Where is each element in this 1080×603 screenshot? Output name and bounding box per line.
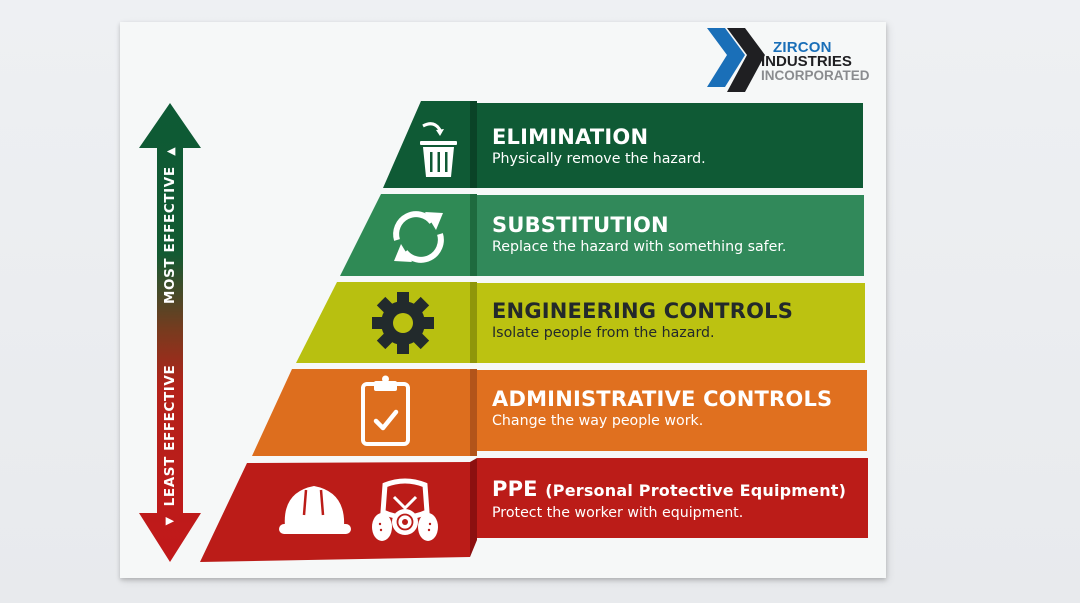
effectiveness-arrow — [139, 103, 201, 562]
clipboard-check-icon — [361, 375, 410, 446]
tier-substitution — [340, 194, 864, 276]
up-triangle-icon: ▲ — [164, 146, 177, 156]
trash-bin-icon — [420, 122, 457, 177]
tier-ppe-text: PPE (Personal Protective Equipment) Prot… — [492, 477, 846, 522]
tier-title: SUBSTITUTION — [492, 213, 669, 237]
tier-title: ELIMINATION — [492, 125, 649, 149]
hard-hat-icon — [279, 486, 351, 534]
tier-title-suffix: (Personal Protective Equipment) — [545, 481, 847, 500]
tier-subtitle: Replace the hazard with something safer. — [492, 239, 787, 255]
respirator-mask-icon — [372, 478, 438, 541]
tier-subtitle: Physically remove the hazard. — [492, 151, 706, 167]
zircon-logo-mark — [707, 28, 765, 92]
tier-substitution-text: SUBSTITUTION Replace the hazard with som… — [492, 213, 786, 256]
logo-line-3: INCORPORATED — [761, 68, 870, 83]
swap-arrows-icon — [393, 211, 444, 263]
tier-administrative-text: ADMINISTRATIVE CONTROLS Change the way p… — [492, 387, 832, 430]
tier-engineering-text: ENGINEERING CONTROLS Isolate people from… — [492, 299, 793, 342]
logo-line-2: INDUSTRIES — [761, 53, 852, 70]
tier-title: ENGINEERING CONTROLS — [492, 299, 794, 323]
tier-subtitle: Protect the worker with equipment. — [492, 505, 744, 521]
tier-title-row: PPE (Personal Protective Equipment) — [492, 477, 846, 503]
least-effective-label: ▲ LEAST EFFECTIVE — [162, 364, 178, 526]
most-effective-label: MOST EFFECTIVE ▲ — [162, 146, 178, 304]
logo-line-1: ZIRCON — [773, 39, 832, 56]
gear-icon — [372, 292, 434, 354]
tier-elimination-text: ELIMINATION Physically remove the hazard… — [492, 125, 706, 168]
tier-subtitle: Change the way people work. — [492, 413, 704, 429]
tier-title: ADMINISTRATIVE CONTROLS — [492, 387, 833, 411]
down-triangle-icon: ▲ — [164, 516, 177, 526]
zircon-logo-text: ZIRCON INDUSTRIES INCORPORATED — [761, 39, 870, 83]
tier-title: PPE — [492, 477, 538, 501]
tier-subtitle: Isolate people from the hazard. — [492, 325, 715, 341]
